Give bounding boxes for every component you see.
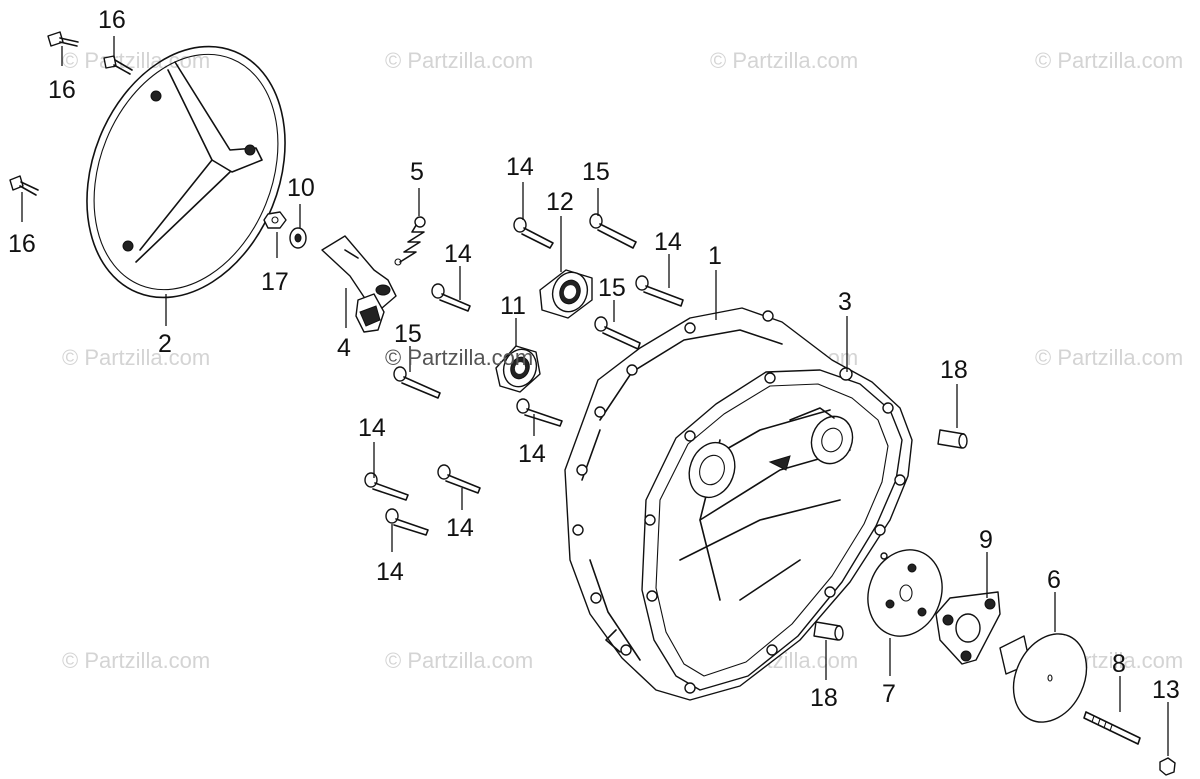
plate-7-part — [867, 549, 943, 637]
callout-9: 9 — [979, 526, 993, 554]
callout-14: 14 — [654, 228, 682, 256]
bolt-15-c — [393, 366, 441, 399]
watermark-layer: © Partzilla.com © Partzilla.com © Partzi… — [62, 48, 1183, 673]
callout-13: 13 — [1152, 676, 1180, 704]
callout-5: 5 — [410, 158, 424, 186]
stud-bolt-8-part — [1083, 711, 1141, 745]
callout-10: 10 — [287, 174, 315, 202]
callout-14: 14 — [358, 414, 386, 442]
main-housing-part-1 — [564, 307, 913, 701]
screw-16-top — [47, 31, 79, 47]
callout-15: 15 — [598, 274, 626, 302]
callout-labels: 16 16 16 2 17 10 4 5 14 12 15 14 1 14 15… — [8, 6, 1180, 712]
callout-14: 14 — [518, 440, 546, 468]
callout-18: 18 — [810, 684, 838, 712]
rear-cover-part — [86, 45, 286, 299]
bolt-14-b — [635, 275, 684, 307]
callout-14: 14 — [376, 558, 404, 586]
bolt-14-a — [513, 217, 554, 249]
bolt-14-c — [431, 283, 471, 312]
callout-16: 16 — [8, 230, 36, 258]
callout-1: 1 — [708, 242, 722, 270]
callout-15: 15 — [582, 158, 610, 186]
flange-9-part — [935, 591, 1001, 665]
watermark: © Partzilla.com — [62, 345, 210, 370]
callout-17: 17 — [261, 268, 289, 296]
watermark-overlay: © Partzilla.com — [385, 345, 533, 370]
callout-18: 18 — [940, 356, 968, 384]
callout-14: 14 — [506, 153, 534, 181]
screw-16-mid — [103, 55, 133, 75]
callout-15: 15 — [394, 320, 422, 348]
callout-7: 7 — [882, 680, 896, 708]
callout-14: 14 — [446, 514, 474, 542]
bolt-15-a — [589, 213, 637, 249]
bolt-14-g — [385, 508, 429, 536]
watermark: © Partzilla.com — [62, 648, 210, 673]
joint-arm-4-part — [321, 235, 397, 333]
nut-17-part — [263, 211, 287, 229]
bearing-11-part — [495, 345, 541, 393]
dowel-pin-18-top — [937, 429, 968, 449]
watermark: © Partzilla.com — [1035, 345, 1183, 370]
callout-4: 4 — [337, 334, 351, 362]
watermark: © Partzilla.com — [1035, 48, 1183, 73]
callout-12: 12 — [546, 188, 574, 216]
bolt-15-b — [594, 316, 641, 350]
bolt-14-e — [364, 472, 409, 501]
dowel-pin-18-bottom — [813, 621, 844, 641]
callout-16: 16 — [98, 6, 126, 34]
watermark: © Partzilla.com — [385, 648, 533, 673]
watermark: © Partzilla.com — [385, 48, 533, 73]
callout-14: 14 — [444, 240, 472, 268]
leader-lines — [21, 36, 1169, 756]
bearing-12-part — [539, 269, 593, 319]
nut-13-part — [1159, 757, 1176, 776]
watermark: © Partzilla.com — [62, 48, 210, 73]
callout-8: 8 — [1112, 650, 1126, 678]
callout-16: 16 — [48, 76, 76, 104]
bolt-14-f — [437, 464, 481, 494]
disc-6-part — [999, 633, 1088, 723]
callout-11: 11 — [500, 292, 526, 320]
callout-3: 3 — [838, 288, 852, 316]
callout-6: 6 — [1047, 566, 1061, 594]
screw-16-left — [9, 175, 39, 196]
watermark: © Partzilla.com — [710, 48, 858, 73]
spring-5-part — [394, 216, 426, 266]
washer-10-part — [289, 227, 307, 249]
callout-2: 2 — [158, 330, 172, 358]
bolt-14-d — [516, 398, 563, 427]
